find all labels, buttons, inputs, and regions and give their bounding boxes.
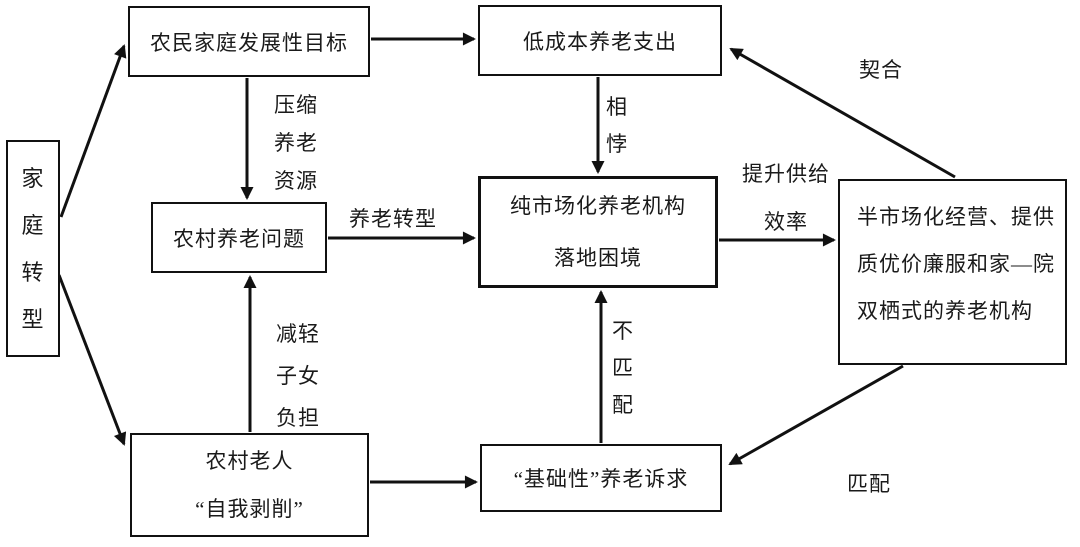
node-basic-demands: “基础性”养老诉求 bbox=[480, 444, 722, 512]
node-low-cost-expense-label: 低成本养老支出 bbox=[523, 29, 677, 54]
arrow-semi-to-lowcost-fit bbox=[729, 47, 956, 179]
node-rural-problem: 农村养老问题 bbox=[151, 202, 327, 273]
node-semi-market: 半市场化经营、提供 质优价廉服和家—院 双栖式的养老机构 bbox=[838, 179, 1067, 365]
node-farmer-goals-label: 农民家庭发展性目标 bbox=[150, 30, 348, 55]
arrow-family-to-goals bbox=[59, 44, 127, 218]
node-market-dilemma-label: 纯市场化养老机构 落地困境 bbox=[510, 194, 686, 270]
node-semi-market-label: 半市场化经营、提供 质优价廉服和家—院 双栖式的养老机构 bbox=[857, 205, 1055, 323]
edge-label-elderly-transform: 养老转型 bbox=[349, 207, 437, 231]
arrow-family-to-elders bbox=[57, 274, 127, 446]
edge-label-mismatch: 不 匹 配 bbox=[612, 319, 634, 417]
node-low-cost-expense: 低成本养老支出 bbox=[478, 5, 722, 76]
edge-label-match: 匹配 bbox=[847, 472, 891, 496]
node-rural-problem-label: 农村养老问题 bbox=[173, 226, 305, 251]
node-basic-demands-label: “基础性”养老诉求 bbox=[513, 467, 689, 491]
arrow-semi-to-basic-match bbox=[728, 364, 904, 466]
node-rural-elders: 农村老人 “自我剥削” bbox=[130, 433, 369, 537]
node-family-transition-label: 家 庭 转 型 bbox=[21, 165, 45, 332]
node-family-transition: 家 庭 转 型 bbox=[6, 140, 60, 357]
edge-label-contradict: 相 悖 bbox=[606, 95, 628, 156]
node-market-dilemma: 纯市场化养老机构 落地困境 bbox=[478, 176, 718, 288]
edge-label-fit: 契合 bbox=[859, 58, 903, 82]
node-rural-elders-label: 农村老人 “自我剥削” bbox=[195, 449, 304, 521]
node-farmer-goals: 农民家庭发展性目标 bbox=[128, 6, 370, 77]
edge-label-compress-resources: 压缩 养老 资源 bbox=[274, 93, 318, 193]
edge-label-improve-supply: 提升供给 效率 bbox=[742, 162, 830, 234]
edge-label-reduce-burden: 减轻 子女 负担 bbox=[276, 322, 320, 430]
